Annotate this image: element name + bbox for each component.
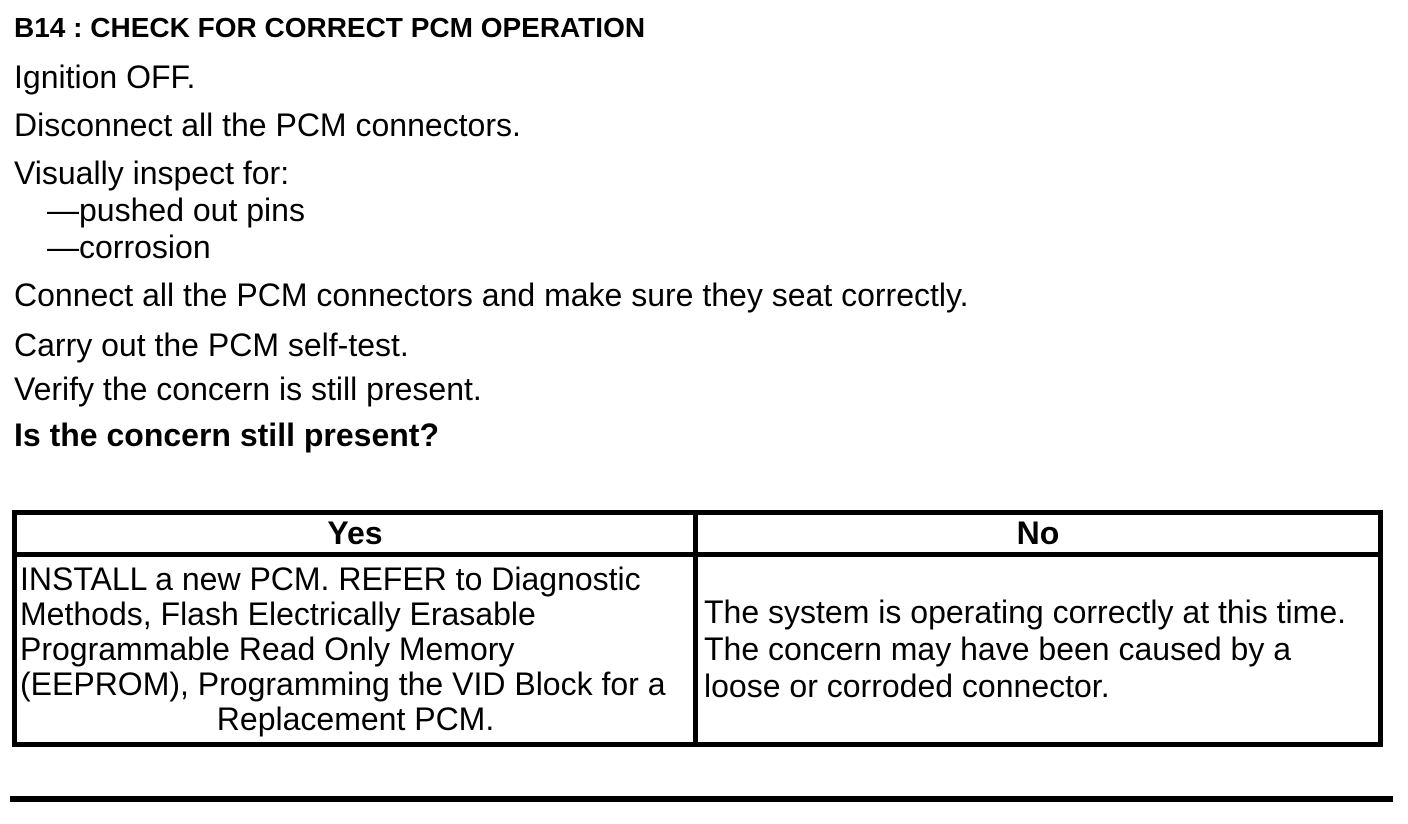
results-table-header-row: Yes No bbox=[17, 515, 1378, 557]
yes-action-cell: INSTALL a new PCM. REFER to Diagnostic M… bbox=[17, 557, 698, 742]
procedure-step: Connect all the PCM connectors and make … bbox=[14, 277, 969, 313]
no-action-line: The system is operating correctly at thi… bbox=[704, 594, 1346, 630]
results-table-body-row: INSTALL a new PCM. REFER to Diagnostic M… bbox=[17, 557, 1378, 742]
procedure-step: Verify the concern is still present. bbox=[14, 371, 482, 407]
no-action-line: The concern may have been caused by a bbox=[704, 631, 1292, 667]
results-table: Yes No INSTALL a new PCM. REFER to Diagn… bbox=[12, 510, 1383, 747]
no-column-header: No bbox=[1016, 515, 1060, 551]
inspect-list-item: —corrosion bbox=[47, 229, 211, 265]
pinpoint-test-heading: B14 : CHECK FOR CORRECT PCM OPERATION bbox=[14, 12, 646, 43]
procedure-step: Visually inspect for: bbox=[14, 155, 290, 191]
section-divider-rule bbox=[10, 796, 1393, 802]
yes-action-line: (EEPROM), Programming the VID Block for … bbox=[20, 667, 666, 702]
procedure-question: Is the concern still present? bbox=[14, 417, 439, 453]
procedure-step: Disconnect all the PCM connectors. bbox=[14, 107, 521, 143]
yes-action-line: INSTALL a new PCM. REFER to Diagnostic bbox=[20, 562, 641, 597]
yes-action-line: Methods, Flash Electrically Erasable bbox=[20, 597, 536, 632]
procedure-step: Ignition OFF. bbox=[14, 59, 196, 95]
yes-action-line: Programmable Read Only Memory bbox=[20, 632, 515, 667]
yes-action-line: Replacement PCM. bbox=[216, 702, 495, 737]
no-action-cell: The system is operating correctly at thi… bbox=[698, 557, 1378, 742]
yes-column-header: Yes bbox=[17, 515, 698, 552]
inspect-list-item: —pushed out pins bbox=[47, 192, 305, 228]
no-action-line: loose or corroded connector. bbox=[704, 668, 1110, 704]
procedure-step: Carry out the PCM self-test. bbox=[14, 327, 409, 363]
